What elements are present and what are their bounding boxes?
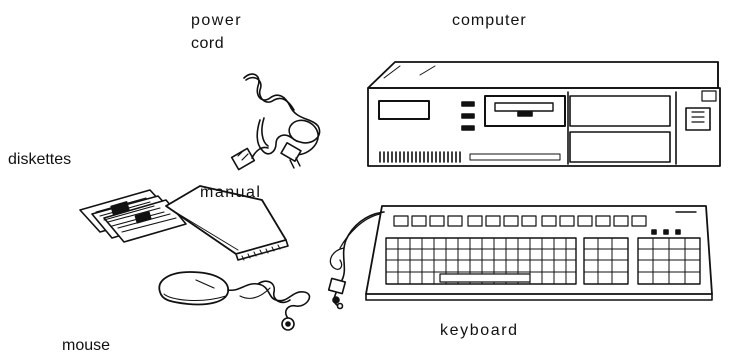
label-power-line2: cord [191, 34, 224, 53]
diskettes-illustration [80, 190, 186, 242]
keyboard-illustration [329, 206, 712, 309]
label-keyboard: keyboard [440, 321, 519, 340]
label-power-line1: power [191, 11, 242, 30]
label-computer: computer [452, 11, 527, 30]
label-manual: manual [200, 183, 261, 202]
mouse-illustration [159, 272, 309, 330]
label-diskettes: diskettes [8, 150, 71, 169]
label-mouse: mouse [62, 336, 110, 355]
computer-illustration [368, 62, 720, 166]
power-cord-illustration [232, 74, 320, 169]
